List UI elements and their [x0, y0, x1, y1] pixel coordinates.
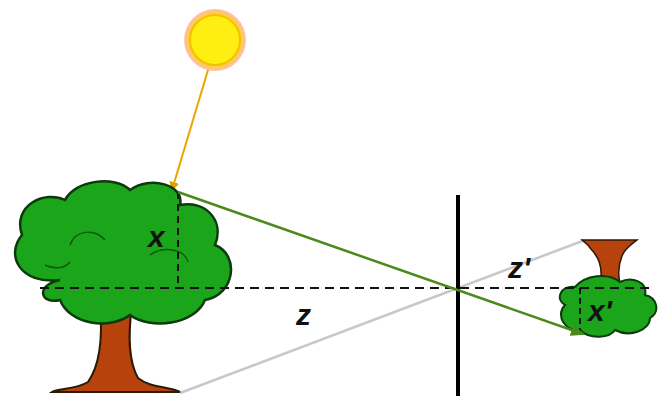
distance-label: z	[296, 300, 311, 330]
height-label: x	[148, 222, 165, 252]
image-distance-label: z'	[508, 253, 530, 283]
image-height-label: x'	[588, 296, 612, 326]
